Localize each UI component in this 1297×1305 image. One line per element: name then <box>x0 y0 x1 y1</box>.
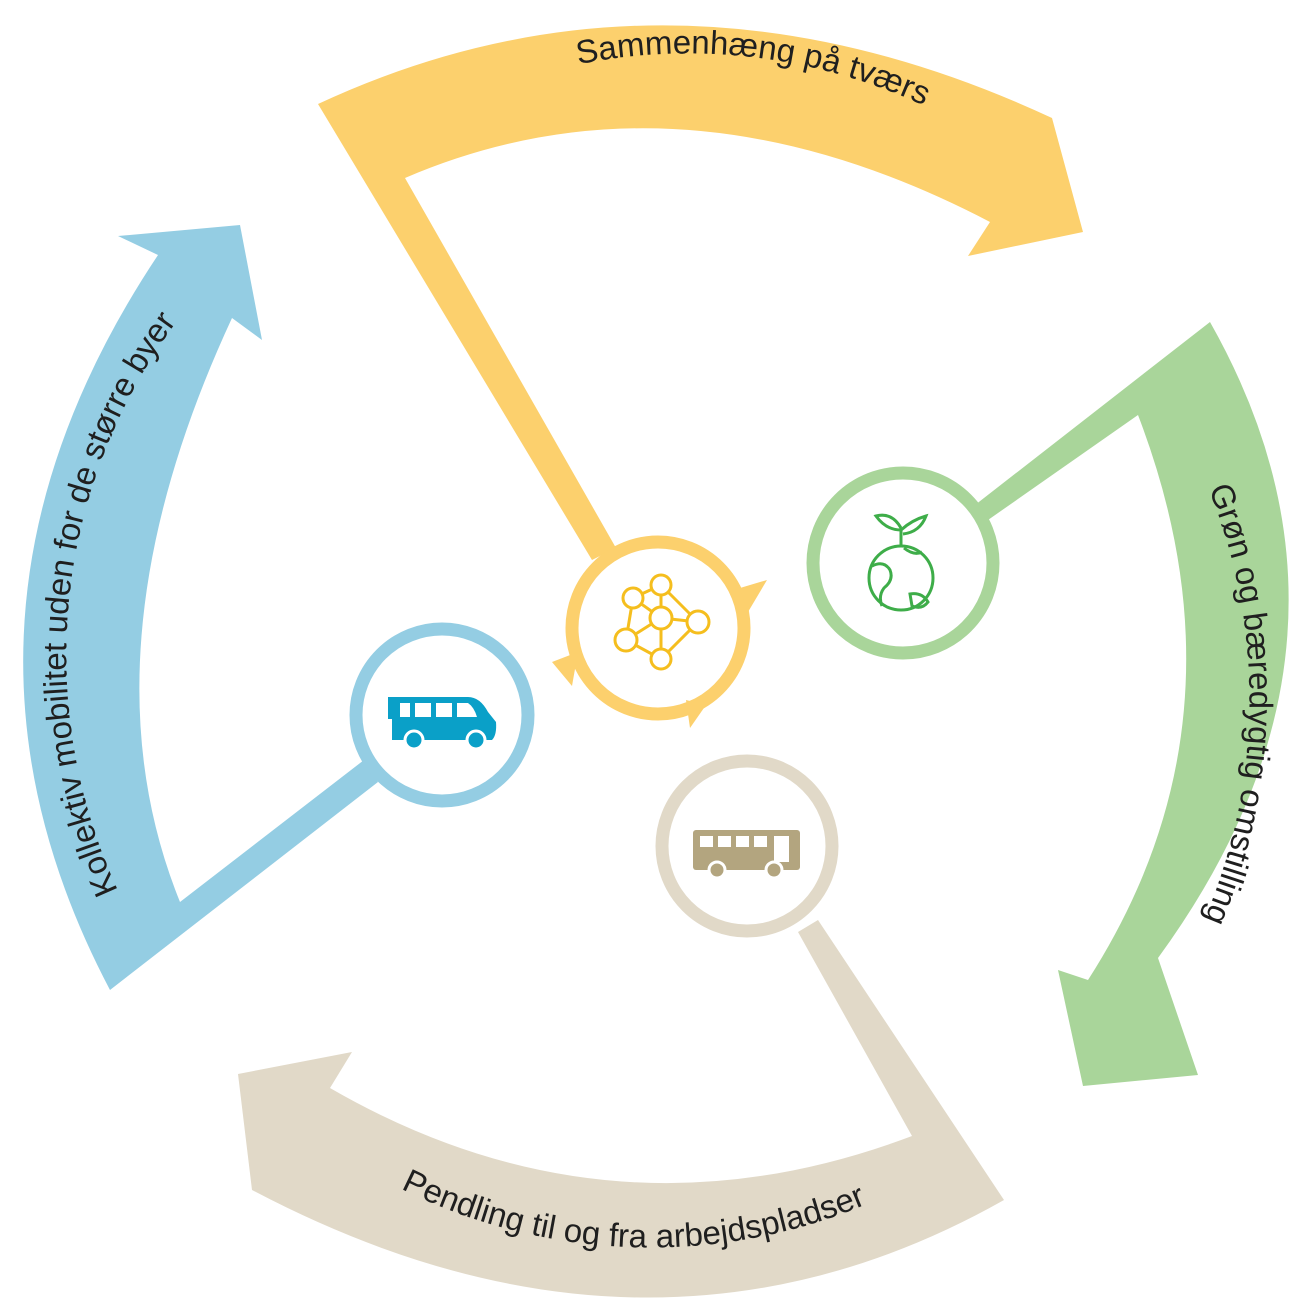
yellow-ring-tip-upper <box>740 580 767 612</box>
globe-sprout-icon <box>867 513 935 612</box>
theme-sammenhaeng: Sammenhæng på tværs <box>318 23 1083 728</box>
network-icon <box>613 573 711 671</box>
green-arc-arrow <box>975 322 1289 1086</box>
yellow-ring-tip-lower <box>552 652 578 686</box>
green-center-ring <box>806 466 1000 660</box>
blue-arc-arrow <box>23 225 378 990</box>
theme-groen: Grøn og bæredygtig omstilling <box>806 322 1289 1086</box>
theme-kollektiv: Kollektiv mobilitet uden for de større b… <box>23 225 535 990</box>
theme-pendling: Pendling til og fra arbejdspladser <box>238 754 1004 1298</box>
bus-icon <box>693 830 800 880</box>
van-icon <box>388 697 497 751</box>
beige-arc-arrow <box>238 920 1004 1298</box>
yellow-arc-arrow <box>318 25 1083 560</box>
yellow-ring-tip-bottom <box>686 700 706 728</box>
